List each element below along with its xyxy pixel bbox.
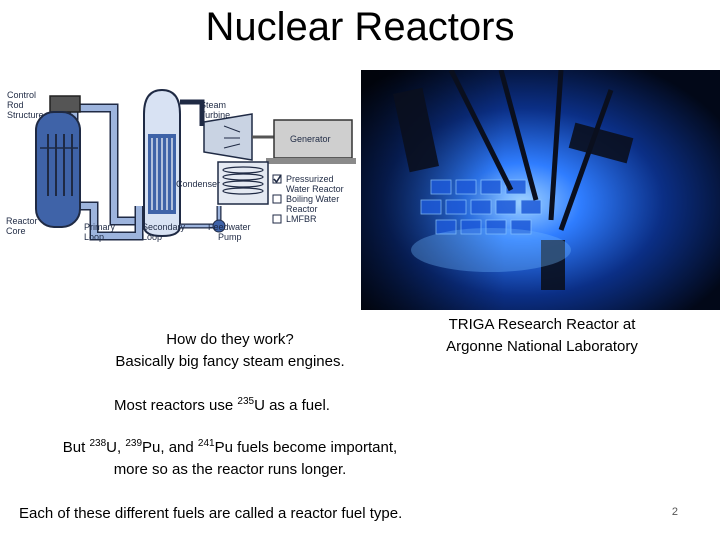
photo-caption-line2: Argonne National Laboratory	[446, 338, 638, 355]
steam-turbine	[203, 113, 253, 161]
secondary-loop-pipe	[180, 99, 205, 126]
label-secondary-1: Secondary	[142, 222, 186, 232]
isotope-235: 235	[237, 396, 255, 407]
most-reactors-text: Most reactors use 235U as a fuel.	[114, 396, 330, 415]
label-primary-2: Loop	[84, 232, 104, 242]
other-fuels-line2: more so as the reactor runs longer.	[113, 461, 347, 478]
isotope-241: 241	[197, 438, 215, 449]
triga-photo-image	[361, 70, 720, 310]
control-rod-drives	[448, 70, 614, 231]
legend-checkbox-pwr	[272, 174, 282, 184]
label-primary-1: Primary	[84, 222, 115, 232]
reactor-vessel	[35, 111, 81, 228]
label-control-rod-1: Control	[7, 90, 36, 100]
legend-bwr-1: Boiling Water	[286, 194, 339, 204]
legend-checkbox-bwr	[272, 194, 282, 204]
legend-pwr-2: Water Reactor	[286, 184, 344, 194]
fuel-type-text: Each of these different fuels are called…	[19, 505, 403, 522]
other-fuels-line1: But 238U, 239Pu, and 241Pu fuels become …	[62, 438, 398, 457]
slide-title: Nuclear Reactors	[205, 5, 515, 49]
label-control-rod-2: Rod	[7, 100, 24, 110]
how-line1: How do they work?	[166, 331, 294, 348]
isotope-238: 238	[89, 438, 107, 449]
triga-reactor-photo	[361, 70, 720, 310]
label-condenser: Condenser	[176, 179, 220, 189]
legend-pwr-1: Pressurized	[286, 174, 334, 184]
pwr-schematic: Control Rod Structure Steam Turbine Gene…	[6, 88, 356, 242]
photo-caption-line1: TRIGA Research Reactor at	[448, 316, 636, 333]
control-rods	[47, 134, 73, 196]
condenser	[217, 161, 269, 205]
page-number: 2	[671, 506, 678, 518]
label-secondary-2: Loop	[142, 232, 162, 242]
label-feedwater-1: Feedwater	[208, 222, 251, 232]
pwr-diagram: Control Rod Structure Steam Turbine Gene…	[4, 86, 356, 252]
reactor-type-legend	[272, 174, 282, 224]
label-feedwater-2: Pump	[218, 232, 242, 242]
how-line2: Basically big fancy steam engines.	[115, 353, 345, 370]
label-reactor-core-1: Reactor	[6, 216, 38, 226]
label-control-rod-3: Structure	[7, 110, 44, 120]
how-it-works-text: How do they work? Basically big fancy st…	[60, 329, 400, 373]
photo-caption: TRIGA Research Reactor at Argonne Nation…	[410, 314, 674, 358]
label-steam-1: Steam	[200, 100, 226, 110]
generator	[273, 119, 353, 159]
label-steam-2: Turbine	[200, 110, 230, 120]
other-fuels-text: But 238U, 239Pu, and 241Pu fuels become …	[20, 437, 440, 481]
legend-checkbox-lmfbr	[272, 214, 282, 224]
isotope-239: 239	[125, 438, 143, 449]
legend-bwr-2: Reactor	[286, 204, 318, 214]
label-reactor-core-2: Core	[6, 226, 26, 236]
legend-lmfbr: LMFBR	[286, 214, 317, 224]
control-rod-structure	[49, 95, 81, 113]
fuel-element-grid	[420, 179, 542, 235]
label-generator: Generator	[290, 134, 331, 144]
feedwater-pump	[212, 219, 226, 233]
